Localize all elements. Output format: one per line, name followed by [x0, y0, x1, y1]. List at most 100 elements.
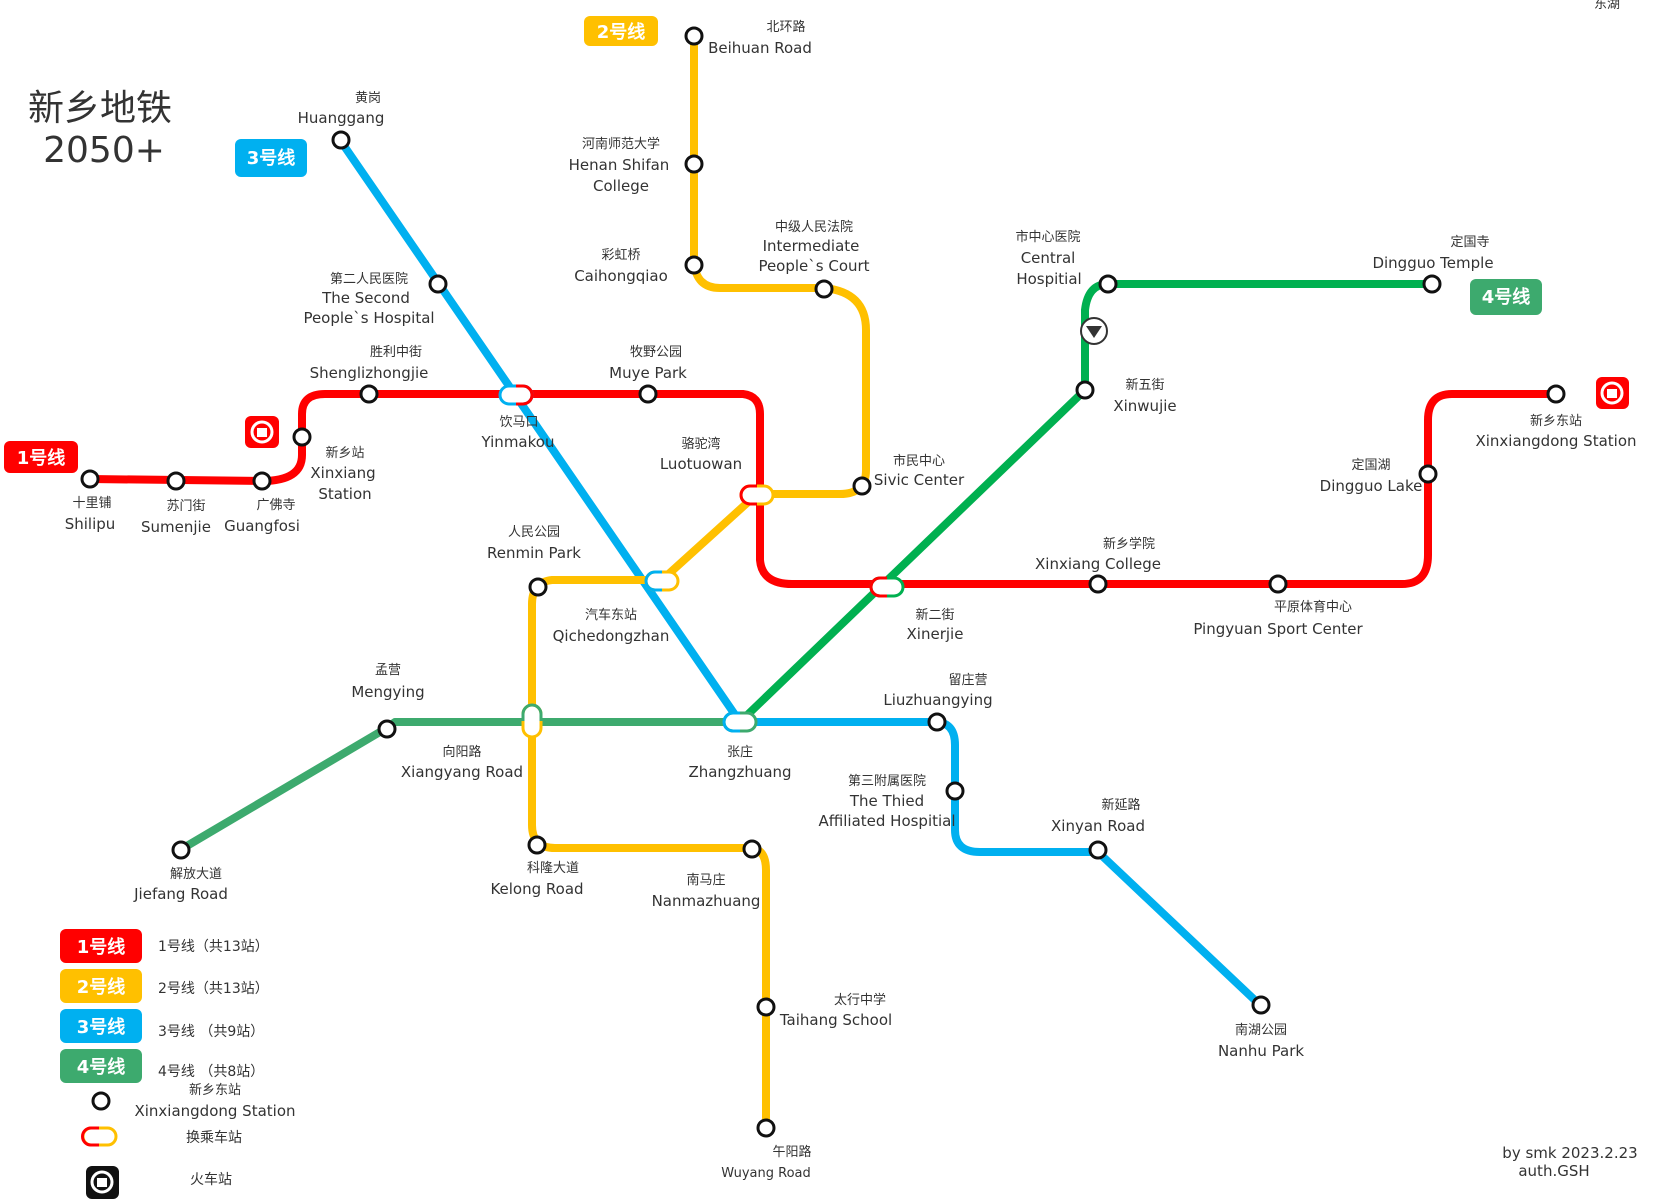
station-caihongqiao[interactable] [684, 255, 704, 275]
label-zh: 张庄 [727, 744, 753, 760]
transfer-station-xiangyang[interactable] [521, 703, 543, 739]
label-zh: 解放大道 [170, 867, 222, 882]
station-beihuan-road[interactable] [684, 26, 704, 46]
label-zh: 中级人民法院 [775, 220, 853, 235]
label-zh: 河南师范大学 [582, 136, 660, 152]
station-xinxiang-college[interactable] [1088, 574, 1108, 594]
svg-text:3号线: 3号线 [77, 1016, 126, 1038]
label-en: Xinwujie [1113, 397, 1176, 415]
legend-transfer: 换乘车站 [81, 1126, 242, 1147]
label-en: Xinxiangdong Station [1475, 432, 1636, 450]
label-en: Mengying [351, 683, 424, 701]
label-en: Kelong Road [490, 880, 583, 898]
legend-line-1: 1号线 1号线（共13站） [60, 929, 269, 963]
station-taihang-school[interactable] [756, 997, 776, 1017]
label-zh: 十里铺 [72, 496, 111, 511]
station-dingguo-lake[interactable] [1418, 464, 1438, 484]
label-en: Yinmakou [481, 433, 555, 451]
depot-marker-icon [1080, 317, 1108, 345]
legend-station: 新乡东站 Xinxiangdong Station [91, 1082, 296, 1120]
station-henan-shifan[interactable] [684, 154, 704, 174]
label-zh: 南马庄 [686, 872, 725, 888]
label-en: Shilipu [65, 515, 116, 533]
line-4-badge: 4号线 [1470, 279, 1542, 315]
label-en: Affiliated Hospitial [818, 812, 955, 830]
station-huanggang[interactable] [331, 130, 351, 150]
label-zh: 彩虹桥 [601, 248, 640, 263]
label-en: The Thied [849, 792, 924, 810]
label-en: Sumenjie [141, 518, 211, 536]
label-en: Xinyan Road [1051, 817, 1145, 835]
label-zh: 第三附属医院 [848, 774, 926, 789]
label-en: Luotuowan [660, 455, 742, 473]
label-zh: 广佛寺 [256, 498, 295, 513]
station-nanmazhuang[interactable] [742, 839, 762, 859]
svg-text:2号线: 2号线 [597, 21, 646, 43]
label-en: Taihang School [779, 1011, 892, 1029]
label-en: Nanhu Park [1218, 1042, 1304, 1060]
station-guangfosi[interactable] [252, 471, 272, 491]
station-renmin-park[interactable] [528, 577, 548, 597]
label-zh: 新五街 [1125, 377, 1164, 393]
station-xinyan-road[interactable] [1088, 840, 1108, 860]
label-en: Liuzhuangying [883, 691, 992, 709]
station-jiefang-road[interactable] [171, 840, 191, 860]
label-en: Central [1021, 249, 1076, 267]
station-second-hospital[interactable] [428, 274, 448, 294]
label-en: Dingguo Temple [1372, 254, 1493, 272]
map-title: 新乡地铁 [28, 88, 172, 129]
station-mengying[interactable] [377, 719, 397, 739]
transfer-station-xinerjie[interactable] [869, 576, 905, 598]
station-dingguo-temple[interactable] [1422, 274, 1442, 294]
label-zh: 饮马口 [499, 415, 538, 430]
station-liuzhuangying[interactable] [927, 712, 947, 732]
label-en: Caihongqiao [574, 267, 668, 285]
label-en: Zhangzhuang [688, 763, 791, 781]
transfer-station-zhangzhuang[interactable] [722, 711, 758, 733]
label-en: Guangfosi [224, 517, 300, 535]
transfer-station-qichedongzhan[interactable] [644, 570, 680, 592]
line-3-badge: 3号线 [235, 139, 307, 177]
station-court[interactable] [814, 279, 834, 299]
label-zh: 定国湖 [1351, 458, 1390, 473]
station-nanhu-park[interactable] [1251, 995, 1271, 1015]
station-xinxiangdong[interactable] [1546, 384, 1566, 404]
svg-text:4号线: 4号线 [1482, 286, 1531, 308]
station-sumenjie[interactable] [166, 471, 186, 491]
station-wuyang-road[interactable] [756, 1118, 776, 1138]
label-zh: 黄岗 [355, 91, 381, 106]
label-zh: 午阳路 [772, 1144, 811, 1160]
station-xinxiang-station[interactable] [292, 427, 312, 447]
station-sivic-center[interactable] [852, 476, 872, 496]
label-zh: 汽车东站 [585, 607, 637, 623]
label-zh: 人民公园 [508, 525, 560, 540]
station-kelong-road[interactable] [527, 835, 547, 855]
label-en: Nanmazhuang [652, 892, 761, 910]
svg-text:2号线（共13站）: 2号线（共13站） [158, 981, 269, 997]
station-central-hospital[interactable] [1098, 274, 1118, 294]
transfer-station-luotuowan[interactable] [739, 484, 775, 506]
corner-text: 东湖 [1594, 0, 1620, 12]
label-en: Henan Shifan [569, 156, 670, 174]
label-zh: 市民中心 [893, 453, 945, 469]
label-en: People`s Court [758, 257, 869, 275]
transfer-station-yinmakou[interactable] [498, 384, 534, 406]
station-muye-park[interactable] [638, 384, 658, 404]
station-third-hospital[interactable] [945, 781, 965, 801]
label-en: People`s Hospital [303, 309, 434, 327]
label-en: Hospitial [1016, 270, 1081, 288]
station-pingyuan-sport-center[interactable] [1268, 574, 1288, 594]
station-xinwujie[interactable] [1075, 380, 1095, 400]
svg-text:3号线: 3号线 [247, 147, 296, 169]
svg-text:4号线: 4号线 [77, 1056, 126, 1078]
station-shenglizhongjie[interactable] [359, 384, 379, 404]
label-zh: 北环路 [766, 19, 805, 35]
svg-text:火车站: 火车站 [190, 1171, 232, 1188]
legend-line-2: 2号线 2号线（共13站） [60, 969, 269, 1003]
station-shilipu[interactable] [80, 469, 100, 489]
label-en: Huanggang [298, 109, 385, 127]
label-zh: 太行中学 [834, 992, 886, 1008]
label-zh: 新乡学院 [1103, 536, 1155, 552]
label-zh: 新二街 [915, 607, 954, 623]
label-zh: 第二人民医院 [330, 272, 408, 287]
